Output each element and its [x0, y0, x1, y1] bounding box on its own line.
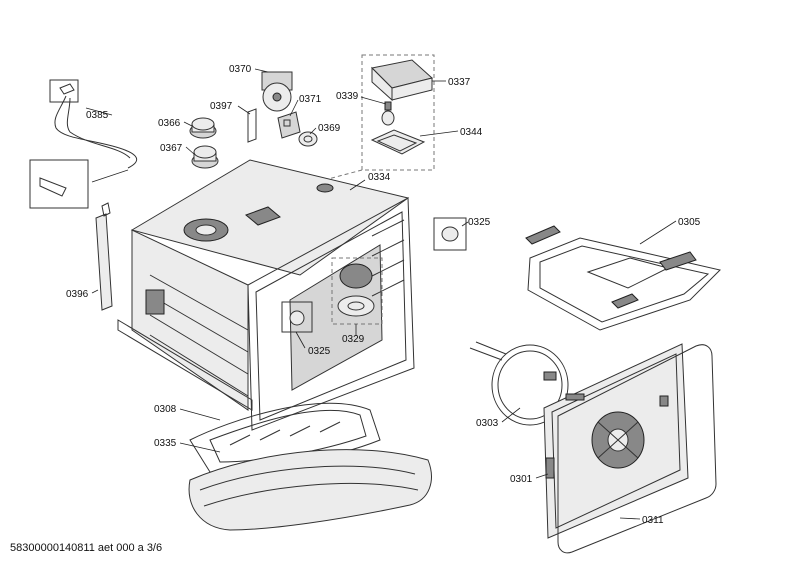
part-0305-grill-heater	[525, 225, 721, 331]
callout-0396: 0396	[66, 289, 89, 300]
part-0325-lens-upper	[433, 217, 467, 251]
callout-0367: 0367	[160, 143, 183, 154]
part-0397-bracket	[247, 108, 257, 143]
part-0385-wiring	[29, 79, 138, 209]
callout-0308: 0308	[154, 404, 177, 415]
callout-0370: 0370	[229, 64, 252, 75]
callout-labels: 0370 0397 0371 0339 0337 0385 0366 0369 …	[66, 64, 701, 526]
part-0329-fan-cover	[331, 257, 383, 325]
leader-lines	[85, 68, 677, 520]
callout-0337: 0337	[448, 77, 471, 88]
part-0367-thermostat	[191, 145, 219, 169]
callout-0305: 0305	[678, 217, 701, 228]
part-0366-thermostat	[189, 117, 217, 139]
callout-0335: 0335	[154, 438, 177, 449]
part-0371-switch	[277, 111, 301, 139]
part-0396-side-rail	[95, 202, 113, 311]
callout-0371: 0371	[299, 94, 322, 105]
callout-0303: 0303	[476, 418, 499, 429]
document-footer: 58300000140811 aet 000 a 3/6	[10, 542, 163, 554]
part-0337-lamp-assembly	[361, 54, 435, 171]
callout-0311: 0311	[642, 515, 664, 526]
part-0369-ring	[298, 131, 318, 147]
callout-0301: 0301	[510, 474, 533, 485]
callout-0366: 0366	[158, 118, 181, 129]
callout-0397: 0397	[210, 101, 233, 112]
part-0311-door-seal	[557, 344, 717, 554]
part-0334-oven-cavity	[117, 159, 415, 431]
callout-0325-lower: 0325	[308, 346, 331, 357]
callout-0325-upper: 0325	[468, 217, 491, 228]
part-0370-motor	[261, 71, 293, 112]
callout-0339: 0339	[336, 91, 359, 102]
callout-0369: 0369	[318, 123, 341, 134]
callout-0334: 0334	[368, 172, 391, 183]
part-0301-back-panel	[543, 343, 689, 539]
part-0335-insulation	[188, 449, 432, 531]
callout-0329: 0329	[342, 334, 365, 345]
callout-0344: 0344	[460, 127, 483, 138]
part-0325-lens-lower	[281, 301, 313, 333]
callout-0385: 0385	[86, 110, 109, 121]
part-0303-ring-heater	[469, 341, 569, 426]
